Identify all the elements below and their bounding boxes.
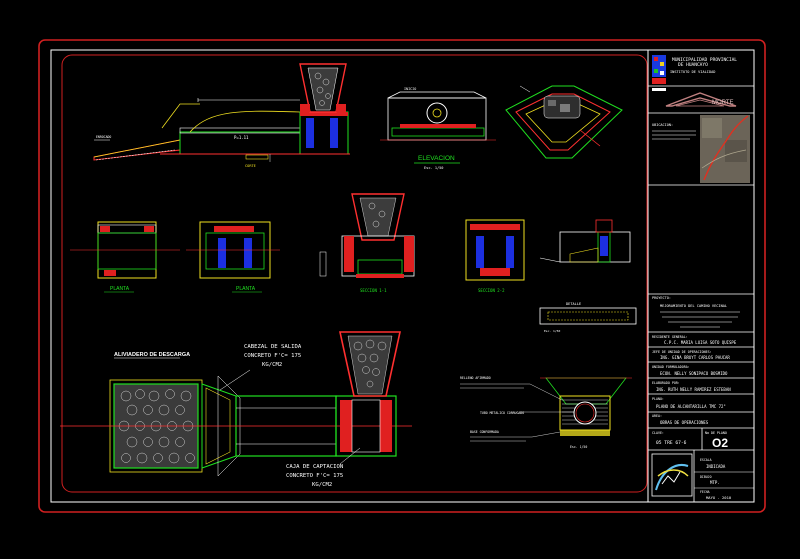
resident-name: C.P.C. MARIA LUISA SOTO QUISPE	[664, 340, 737, 345]
pipe-note-2: TUBO METALICO CORRUGADO	[480, 411, 524, 415]
project-label: PROYECTO:	[652, 296, 671, 300]
designer-label: ELABORADO POR:	[652, 381, 680, 385]
chief-name: ING. GINA BRUYT CARLOS PAUCAR	[660, 355, 730, 360]
profile-note: CORTE	[245, 164, 256, 168]
scale-value: INDICADA	[706, 464, 726, 469]
chief-label: JEFE DE UNIDAD DE OPERACIONES:	[652, 350, 712, 354]
location-map	[700, 115, 750, 183]
pipe-section-view: RELLENO AFIRMADO TUBO METALICO CORRUGADO…	[460, 376, 632, 449]
profile-left-note: ENROCADO	[96, 135, 111, 139]
elevation-scale: Esc. 1/50	[424, 166, 443, 170]
institution-logo	[652, 55, 666, 77]
plan-a-title: PLANTA	[110, 286, 130, 292]
detail-view: DETALLE Esc. 1/50	[539, 302, 637, 333]
section-a-title: SECCION 1-1	[360, 288, 387, 293]
subinstitution-label: INSTITUTO DE VIALIDAD	[670, 70, 715, 74]
date-label: FECHA	[700, 490, 710, 494]
plan-b-view: PLANTA	[186, 221, 280, 293]
big-label-2-line1: CAJA DE CAPTACION	[286, 464, 343, 470]
pipe-note-3: BASE CONFORMADA	[470, 430, 499, 434]
institution-line1: MUNICIPALIDAD PROVINCIAL	[672, 57, 737, 63]
big-left-title: ALIVIADERO DE DESCARGA	[114, 352, 190, 358]
area-name: OBRAS DE OPERACIONES	[660, 420, 709, 425]
pipe-note-1: RELLENO AFIRMADO	[460, 376, 491, 380]
designer-name: ING. RUTH NELLY RAMIREZ ESTEBAN	[656, 387, 731, 392]
location-label: UBICACION:	[652, 123, 673, 127]
detail-title: DETALLE	[566, 302, 581, 306]
plan-a-view: PLANTA	[70, 221, 180, 293]
title-block: MUNICIPALIDAD PROVINCIAL DE HUANCAYO INS…	[647, 49, 755, 503]
institution-seal-icon	[651, 453, 693, 497]
big-label-1-line3: KG/CM2	[262, 362, 282, 368]
sheet-number: O2	[712, 436, 728, 450]
plan-label: PLANO:	[652, 397, 664, 401]
section-b-view: SECCION 2-2	[465, 219, 525, 293]
morte-logo: MORTE	[652, 88, 737, 107]
project-text: MEJORAMIENTO DEL CAMINO VECINAL	[660, 304, 727, 308]
institution-line2: DE HUANCAYO	[678, 62, 708, 68]
code-label: CLAVE:	[652, 431, 664, 435]
date-value: MAYO - 2010	[706, 495, 732, 500]
pipe-detail-scale: Esc. 1/50	[570, 445, 587, 449]
section-b-title: SECCION 2-2	[478, 288, 505, 293]
resident-label: RESIDENTE GENERAL:	[652, 335, 688, 339]
scale-label: ESCALA	[700, 458, 712, 462]
drawn-value: MTP.	[710, 480, 720, 485]
logo-text: MORTE	[712, 100, 734, 106]
code-value: 05 TRE 67-6	[656, 440, 687, 446]
big-label-2-line2: CONCRETO F'C= 175	[286, 473, 343, 479]
profile-view: P=1.11 CORTE ENROCADO	[93, 63, 350, 168]
isometric-view	[505, 85, 623, 159]
profile-funnel	[299, 63, 347, 113]
mini-profile-view	[539, 219, 631, 263]
plan-name: PLANO DE ALCANTARILLA TMC 72"	[656, 404, 726, 409]
elevation-note: INICIO	[404, 87, 416, 91]
elevation-title: ELEVACION	[418, 155, 455, 162]
sheet-label: No DE PLANO	[705, 431, 727, 435]
detail-scale: Esc. 1/50	[544, 329, 560, 333]
drawn-label: DIBUJO	[700, 475, 712, 479]
elevation-view: INICIO ELEVACION Esc. 1/50	[380, 87, 496, 170]
profile-label: P=1.11	[234, 135, 249, 140]
unit-label: UNIDAD FORMULADORA:	[652, 365, 690, 369]
area-label: AREA:	[652, 414, 662, 418]
big-label-1-line1: CABEZAL DE SALIDA	[244, 344, 302, 350]
big-label-1-line2: CONCRETO F'C= 175	[244, 353, 301, 359]
unit-name: ECON. NELLY SONIPACO BOSMIDO	[660, 371, 728, 376]
big-label-2-line3: KG/CM2	[312, 482, 332, 488]
section-a-view: SECCION 1-1	[319, 193, 415, 293]
plan-b-title: PLANTA	[236, 286, 256, 292]
big-plan-view: ALIVIADERO DE DESCARGA	[60, 331, 412, 488]
